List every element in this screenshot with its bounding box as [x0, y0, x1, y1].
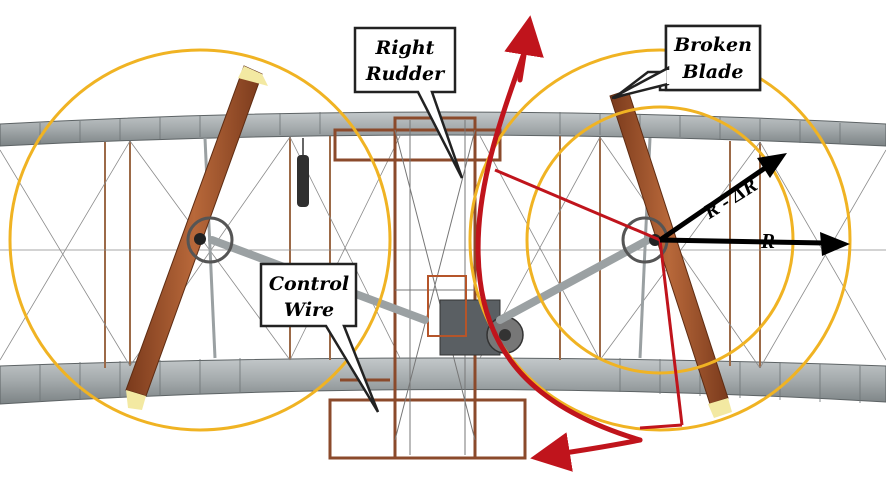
radius-arrows [658, 153, 850, 256]
control-wire-label-line1: Control [269, 273, 349, 295]
right-rudder-label-line2: Rudder [365, 63, 446, 85]
control-wire-callout: Control Wire [259, 262, 380, 413]
right-propeller-outer-circle [468, 48, 852, 432]
left-propeller-circle [8, 48, 392, 432]
reduced-radius-arrowhead [757, 153, 787, 178]
right-propeller [609, 89, 732, 418]
left-propeller [125, 65, 268, 410]
broken-blade-label-line1: Broken [673, 34, 752, 56]
radius-label: R [760, 229, 775, 253]
propeller-circles [8, 48, 852, 432]
center-frame-bracing [394, 120, 476, 455]
right-rudder-label-line1: Right [375, 37, 435, 59]
broken-blade-callout: Broken Blade [611, 24, 762, 100]
hanging-weight [297, 138, 309, 207]
broken-blade-label-line2: Blade [682, 61, 744, 83]
lower-wing [0, 357, 886, 405]
wing-struts [104, 136, 761, 368]
torque-wedge [494, 168, 684, 430]
turn-arrow [475, 15, 643, 472]
control-wire-label-line2: Wire [284, 299, 334, 321]
right-rudder-callout: Right Rudder [353, 26, 464, 179]
radius-arrowhead [820, 232, 850, 256]
